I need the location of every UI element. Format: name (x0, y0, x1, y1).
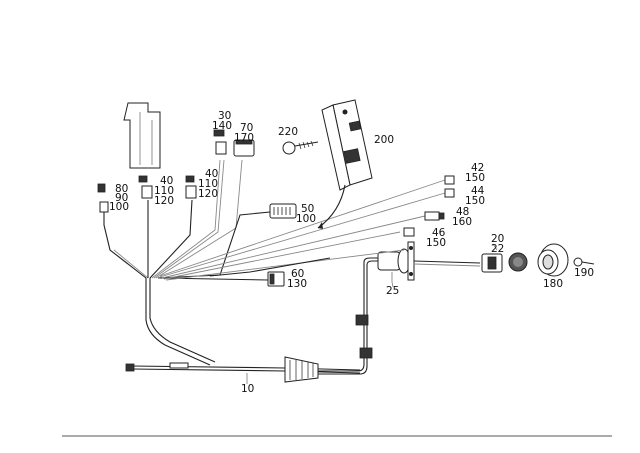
label-40-left: 40 (160, 175, 173, 187)
connector-48-160 (424, 211, 445, 221)
label-42: 42 (471, 162, 484, 174)
label-48: 48 (456, 206, 469, 218)
label-190: 190 (574, 267, 594, 279)
control-unit-200 (317, 99, 373, 229)
label-110-right: 110 (198, 178, 218, 190)
label-44: 44 (471, 185, 485, 197)
leader-lines (246, 243, 498, 384)
branch-wires (103, 159, 446, 281)
label-22: 22 (491, 243, 504, 255)
label-50: 50 (301, 203, 314, 215)
label-100-a: 100 (296, 213, 316, 225)
label-40-right: 40 (205, 168, 218, 180)
grommet (284, 356, 319, 383)
label-200: 200 (374, 134, 394, 146)
connector-70-170 (233, 139, 255, 157)
screw-190 (573, 257, 595, 267)
label-60: 60 (291, 268, 304, 280)
label-20: 20 (491, 233, 504, 245)
label-160: 160 (452, 216, 472, 228)
label-120-left: 120 (154, 195, 174, 207)
label-100-b: 100 (109, 201, 129, 213)
connector-30-140 (213, 129, 227, 155)
bracket (123, 102, 161, 169)
label-180: 180 (543, 278, 563, 290)
connector-42-150 (444, 175, 455, 185)
label-130: 130 (287, 278, 307, 290)
connector-44-150 (444, 188, 455, 198)
seal-22 (508, 252, 528, 272)
cable-clip (359, 347, 373, 359)
connector-80-90-100 (97, 183, 109, 213)
connector-60-130 (267, 271, 285, 287)
label-46: 46 (432, 227, 446, 239)
plug-20-22 (481, 253, 503, 273)
label-170: 170 (234, 132, 254, 144)
connector-50-100 (269, 203, 297, 219)
label-150-c: 150 (426, 237, 446, 249)
screw-220 (282, 140, 319, 155)
connector-40-110-120-right (185, 175, 197, 199)
label-25: 25 (386, 285, 399, 297)
cable-clip (355, 314, 369, 326)
label-150-b: 150 (465, 195, 485, 207)
label-70: 70 (240, 122, 253, 134)
label-10: 10 (241, 383, 254, 395)
cap-180 (537, 243, 569, 277)
label-110-left: 110 (154, 185, 174, 197)
connector-40-110-120-left (138, 175, 153, 199)
label-80: 80 (115, 183, 128, 195)
main-harness (125, 257, 380, 383)
label-150-a: 150 (465, 172, 485, 184)
label-140: 140 (212, 120, 232, 132)
label-120-right: 120 (198, 188, 218, 200)
label-30: 30 (218, 110, 231, 122)
connector-46-150 (403, 227, 415, 237)
label-90: 90 (115, 192, 128, 204)
part-labels: 10 20 22 25 30 140 40 110 120 40 110 120… (109, 110, 594, 395)
label-220: 220 (278, 126, 298, 138)
